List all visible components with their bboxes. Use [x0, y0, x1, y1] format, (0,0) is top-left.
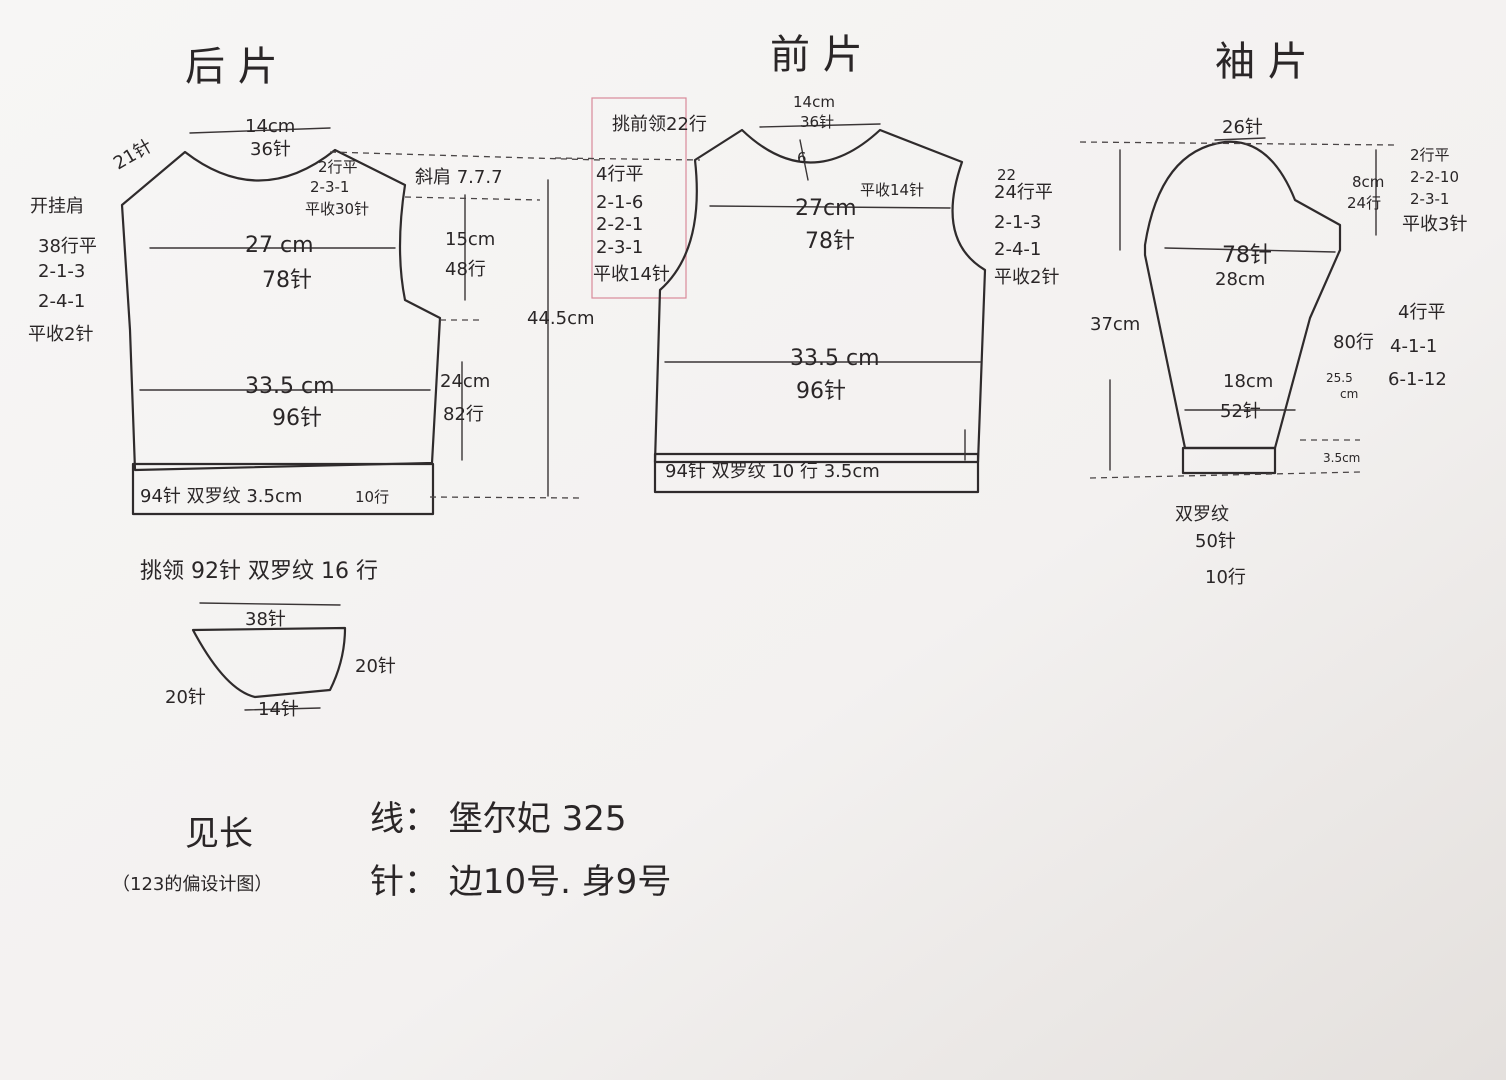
collar-outline: [191, 626, 347, 699]
sleeve-rows-80: 80行: [1333, 332, 1374, 353]
back-body-width-stitches: 96针: [272, 406, 322, 431]
sleeve-cuff-stitches: 52针: [1220, 401, 1261, 422]
front-ribbing: [653, 452, 980, 494]
sleeve-ribbing-3: 10行: [1205, 567, 1246, 588]
back-piece: 后 片 14cm 36针 21针 开挂肩 2行平 2-3-1 平收30针 斜肩 …: [28, 44, 601, 516]
collar-bottom: 14针: [258, 699, 299, 720]
sleeve-cap-row-1: 2行平: [1410, 146, 1450, 164]
collar-top: 38针: [245, 609, 286, 630]
sleeve-cap-row-4: 平收3针: [1402, 214, 1467, 235]
collar-piece: 挑领 92针 双罗纹 16 行 38针 20针 20针 14针: [140, 559, 396, 720]
back-body-width-cm: 33.5 cm: [245, 374, 335, 399]
sleeve-cap-height-cm: 8cm: [1352, 173, 1384, 191]
sleeve-length: 37cm: [1090, 314, 1140, 335]
back-armhole-3: 2-4-1: [38, 291, 85, 312]
size-note: （123的偏设计图）: [112, 874, 272, 895]
sleeve-cap-row-3: 2-3-1: [1410, 190, 1449, 208]
sleeve-length-unit: cm: [1340, 387, 1358, 401]
front-body-width-stitches: 96针: [796, 379, 846, 404]
collar-right: 20针: [355, 656, 396, 677]
size-label: 见长: [185, 814, 253, 854]
back-armhole-4: 平收2针: [28, 324, 93, 345]
front-piece: 前 片 挑前领22行 14cm 36针 6 平收14针 4行平 2-1-6 2-…: [554, 32, 1059, 494]
sleeve-upper-stitches: 78针: [1222, 243, 1272, 268]
sleeve-outline: [1143, 140, 1342, 450]
front-ribbing-label: 94针 双罗纹 10 行 3.5cm: [665, 461, 880, 482]
sleeve-ribbing-1: 双罗纹: [1175, 504, 1229, 525]
back-ribbing-rows: 10行: [355, 488, 389, 506]
front-note-box: [591, 97, 687, 299]
sleeve-increase-3: 6-1-12: [1388, 369, 1447, 390]
back-chest-stitches: 78针: [262, 268, 312, 293]
back-body-length-cm: 24cm: [440, 371, 490, 392]
back-armhole-1: 38行平: [38, 236, 97, 257]
sleeve-cap-row-2: 2-2-10: [1410, 168, 1459, 186]
front-armhole-0: 22: [997, 166, 1016, 184]
front-collar-pick: 挑前领22行: [612, 114, 707, 135]
back-armhole-2: 2-1-3: [38, 261, 85, 282]
front-neck-row-2: 2-1-6: [596, 192, 643, 213]
sleeve-cuff-cm: 18cm: [1223, 371, 1273, 392]
front-neck-width: 14cm: [793, 93, 835, 111]
sleeve-upper-cm: 28cm: [1215, 269, 1265, 290]
front-neck-stitches: 36针: [800, 113, 834, 131]
sleeve-title: 袖 片: [1215, 39, 1308, 85]
back-neck-stitches: 36针: [250, 139, 291, 160]
front-neck-row-1: 4行平: [596, 164, 643, 185]
front-neck-bindoff: 平收14针: [860, 181, 924, 199]
collar-left: 20针: [165, 687, 206, 708]
back-title: 后 片: [185, 44, 278, 90]
front-neck-row-3: 2-2-1: [596, 214, 643, 235]
front-armhole-1: 24行平: [994, 182, 1053, 203]
back-armhole-cm: 15cm: [445, 229, 495, 250]
sleeve-cap-height-rows: 24行: [1347, 194, 1381, 212]
sleeve-ribbing-2: 50针: [1195, 531, 1236, 552]
sleeve-ribbing: [1181, 446, 1277, 475]
front-chest-cm: 27cm: [795, 196, 857, 221]
front-body-width-cm: 33.5 cm: [790, 346, 880, 371]
front-armhole-3: 2-4-1: [994, 239, 1041, 260]
back-ribbing-label: 94针 双罗纹 3.5cm: [140, 486, 302, 507]
back-slope-shoulder: 斜肩 7.7.7: [415, 167, 503, 188]
front-neck-depth: 6: [797, 149, 807, 167]
sleeve-ribbing-cm: 3.5cm: [1323, 451, 1360, 465]
needle-info: 针： 边10号. 身9号: [370, 862, 671, 902]
front-chest-stitches: 78针: [805, 229, 855, 254]
sleeve-increase-2: 4-1-1: [1390, 336, 1437, 357]
front-title: 前 片: [770, 32, 863, 78]
front-outline: [653, 128, 987, 464]
back-armhole-rows: 48行: [445, 259, 486, 280]
back-outline: [120, 148, 442, 472]
collar-title: 挑领 92针 双罗纹 16 行: [140, 559, 378, 584]
back-ribbing: [131, 462, 435, 516]
sleeve-piece: 袖 片 26针 2行平 2-2-10 2-3-1 平收3针 8cm 24行 78…: [1079, 39, 1467, 588]
front-neck-row-4: 2-3-1: [596, 237, 643, 258]
sleeve-increase-1: 4行平: [1398, 302, 1445, 323]
back-neck-width: 14cm: [245, 116, 295, 137]
back-chest-cm: 27 cm: [245, 233, 314, 258]
back-body-length-rows: 82行: [443, 404, 484, 425]
back-neck-row-1: 2行平: [318, 158, 358, 176]
footer-notes: 见长 （123的偏设计图） 线： 堡尔妃 325 针： 边10号. 身9号: [112, 799, 671, 902]
back-total-length: 44.5cm: [527, 308, 595, 329]
back-neck-row-3: 平收30针: [305, 200, 369, 218]
front-armhole-2: 2-1-3: [994, 212, 1041, 233]
front-neck-row-5: 平收14针: [593, 264, 670, 285]
back-open-shoulder: 开挂肩: [30, 196, 84, 217]
back-neck-row-2: 2-3-1: [310, 178, 349, 196]
yarn-info: 线： 堡尔妃 325: [370, 799, 627, 839]
sleeve-cap-top: 26针: [1222, 117, 1263, 138]
front-armhole-4: 平收2针: [994, 267, 1059, 288]
sleeve-length-cm: 25.5: [1326, 371, 1353, 385]
